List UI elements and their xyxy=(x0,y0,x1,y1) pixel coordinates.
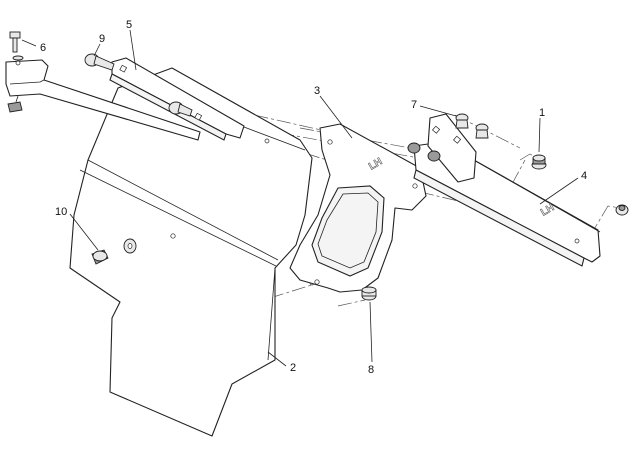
callout-1: 1 xyxy=(539,107,545,119)
callout-3: 3 xyxy=(314,85,320,97)
flange-nut-right xyxy=(615,204,629,216)
bolt-7b xyxy=(475,123,489,139)
deflector-panel xyxy=(69,67,315,437)
nut-6 xyxy=(7,101,23,113)
callout-8: 8 xyxy=(368,364,374,376)
leader-lines xyxy=(21,29,579,367)
washer-10 xyxy=(123,238,137,254)
callout-4: 4 xyxy=(581,170,587,182)
pin-on-bar xyxy=(168,101,193,117)
callout-10: 10 xyxy=(55,206,67,218)
bolt-6 xyxy=(9,31,24,61)
upright-plate xyxy=(427,113,477,183)
callout-labels: 1 2 3 4 5 6 7 8 9 10 xyxy=(40,19,587,376)
callout-9: 9 xyxy=(99,33,105,45)
callout-7: 7 xyxy=(411,99,417,111)
flange-nut-1 xyxy=(531,154,547,170)
callout-5: 5 xyxy=(126,19,132,31)
bolt-8 xyxy=(361,286,377,301)
callout-6: 6 xyxy=(40,42,46,54)
callout-2: 2 xyxy=(290,362,296,374)
side-bracket xyxy=(289,123,427,293)
bent-strap xyxy=(5,59,201,141)
bolt-7a xyxy=(455,113,469,129)
nut-10 xyxy=(91,249,109,265)
bracket-nuts xyxy=(407,142,441,162)
pin-9 xyxy=(84,53,115,71)
